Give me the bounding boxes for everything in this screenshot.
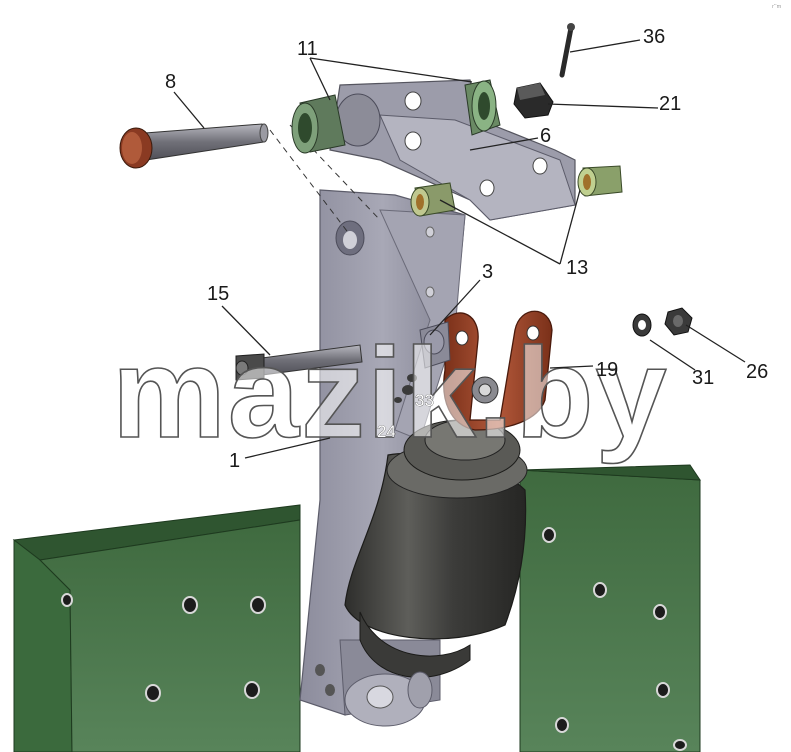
callout-21: 21 — [659, 93, 681, 115]
frame-holes — [61, 527, 687, 751]
callout-31: 31 — [692, 367, 714, 389]
pin-part-8 — [119, 123, 269, 169]
washer-part-31 — [632, 313, 652, 337]
watermark-text: mazik.by — [112, 322, 669, 465]
callout-24: 24 — [377, 422, 396, 441]
frame-rail — [12, 464, 701, 752]
part-3 — [419, 321, 451, 369]
bolt-part-15 — [235, 344, 363, 381]
callout-11: 11 — [297, 38, 318, 60]
callout-13: 13 — [566, 257, 588, 279]
washer-parts-33-24 — [394, 374, 417, 403]
callout-6: 6 — [540, 125, 551, 147]
callout-36: 36 — [643, 26, 665, 48]
callout-3: 3 — [482, 261, 493, 283]
corner-mark: ʳ¨ᵐ — [772, 3, 782, 12]
callout-1: 1 — [229, 450, 240, 472]
nut-part-21 — [513, 82, 554, 119]
mounting-plate-19 — [443, 310, 553, 431]
leader-lines — [173, 39, 746, 459]
bushing-parts-13 — [410, 165, 623, 217]
callout-8: 8 — [165, 71, 176, 93]
callout-33: 33 — [415, 391, 434, 410]
assembly-dashed-lines — [269, 124, 381, 236]
lower-eye-mount — [344, 671, 433, 727]
cotter-pin-part-36 — [559, 23, 575, 78]
callout-15: 15 — [207, 283, 229, 305]
nut-part-26 — [664, 307, 693, 336]
lever-part-6 — [329, 79, 576, 221]
callout-19: 19 — [596, 359, 618, 381]
callout-26: 26 — [746, 361, 768, 383]
callout-labels: 1 3 6 8 11 13 15 19 21 24 26 31 33 36 — [165, 26, 768, 472]
bushing-parts-11 — [291, 79, 501, 154]
